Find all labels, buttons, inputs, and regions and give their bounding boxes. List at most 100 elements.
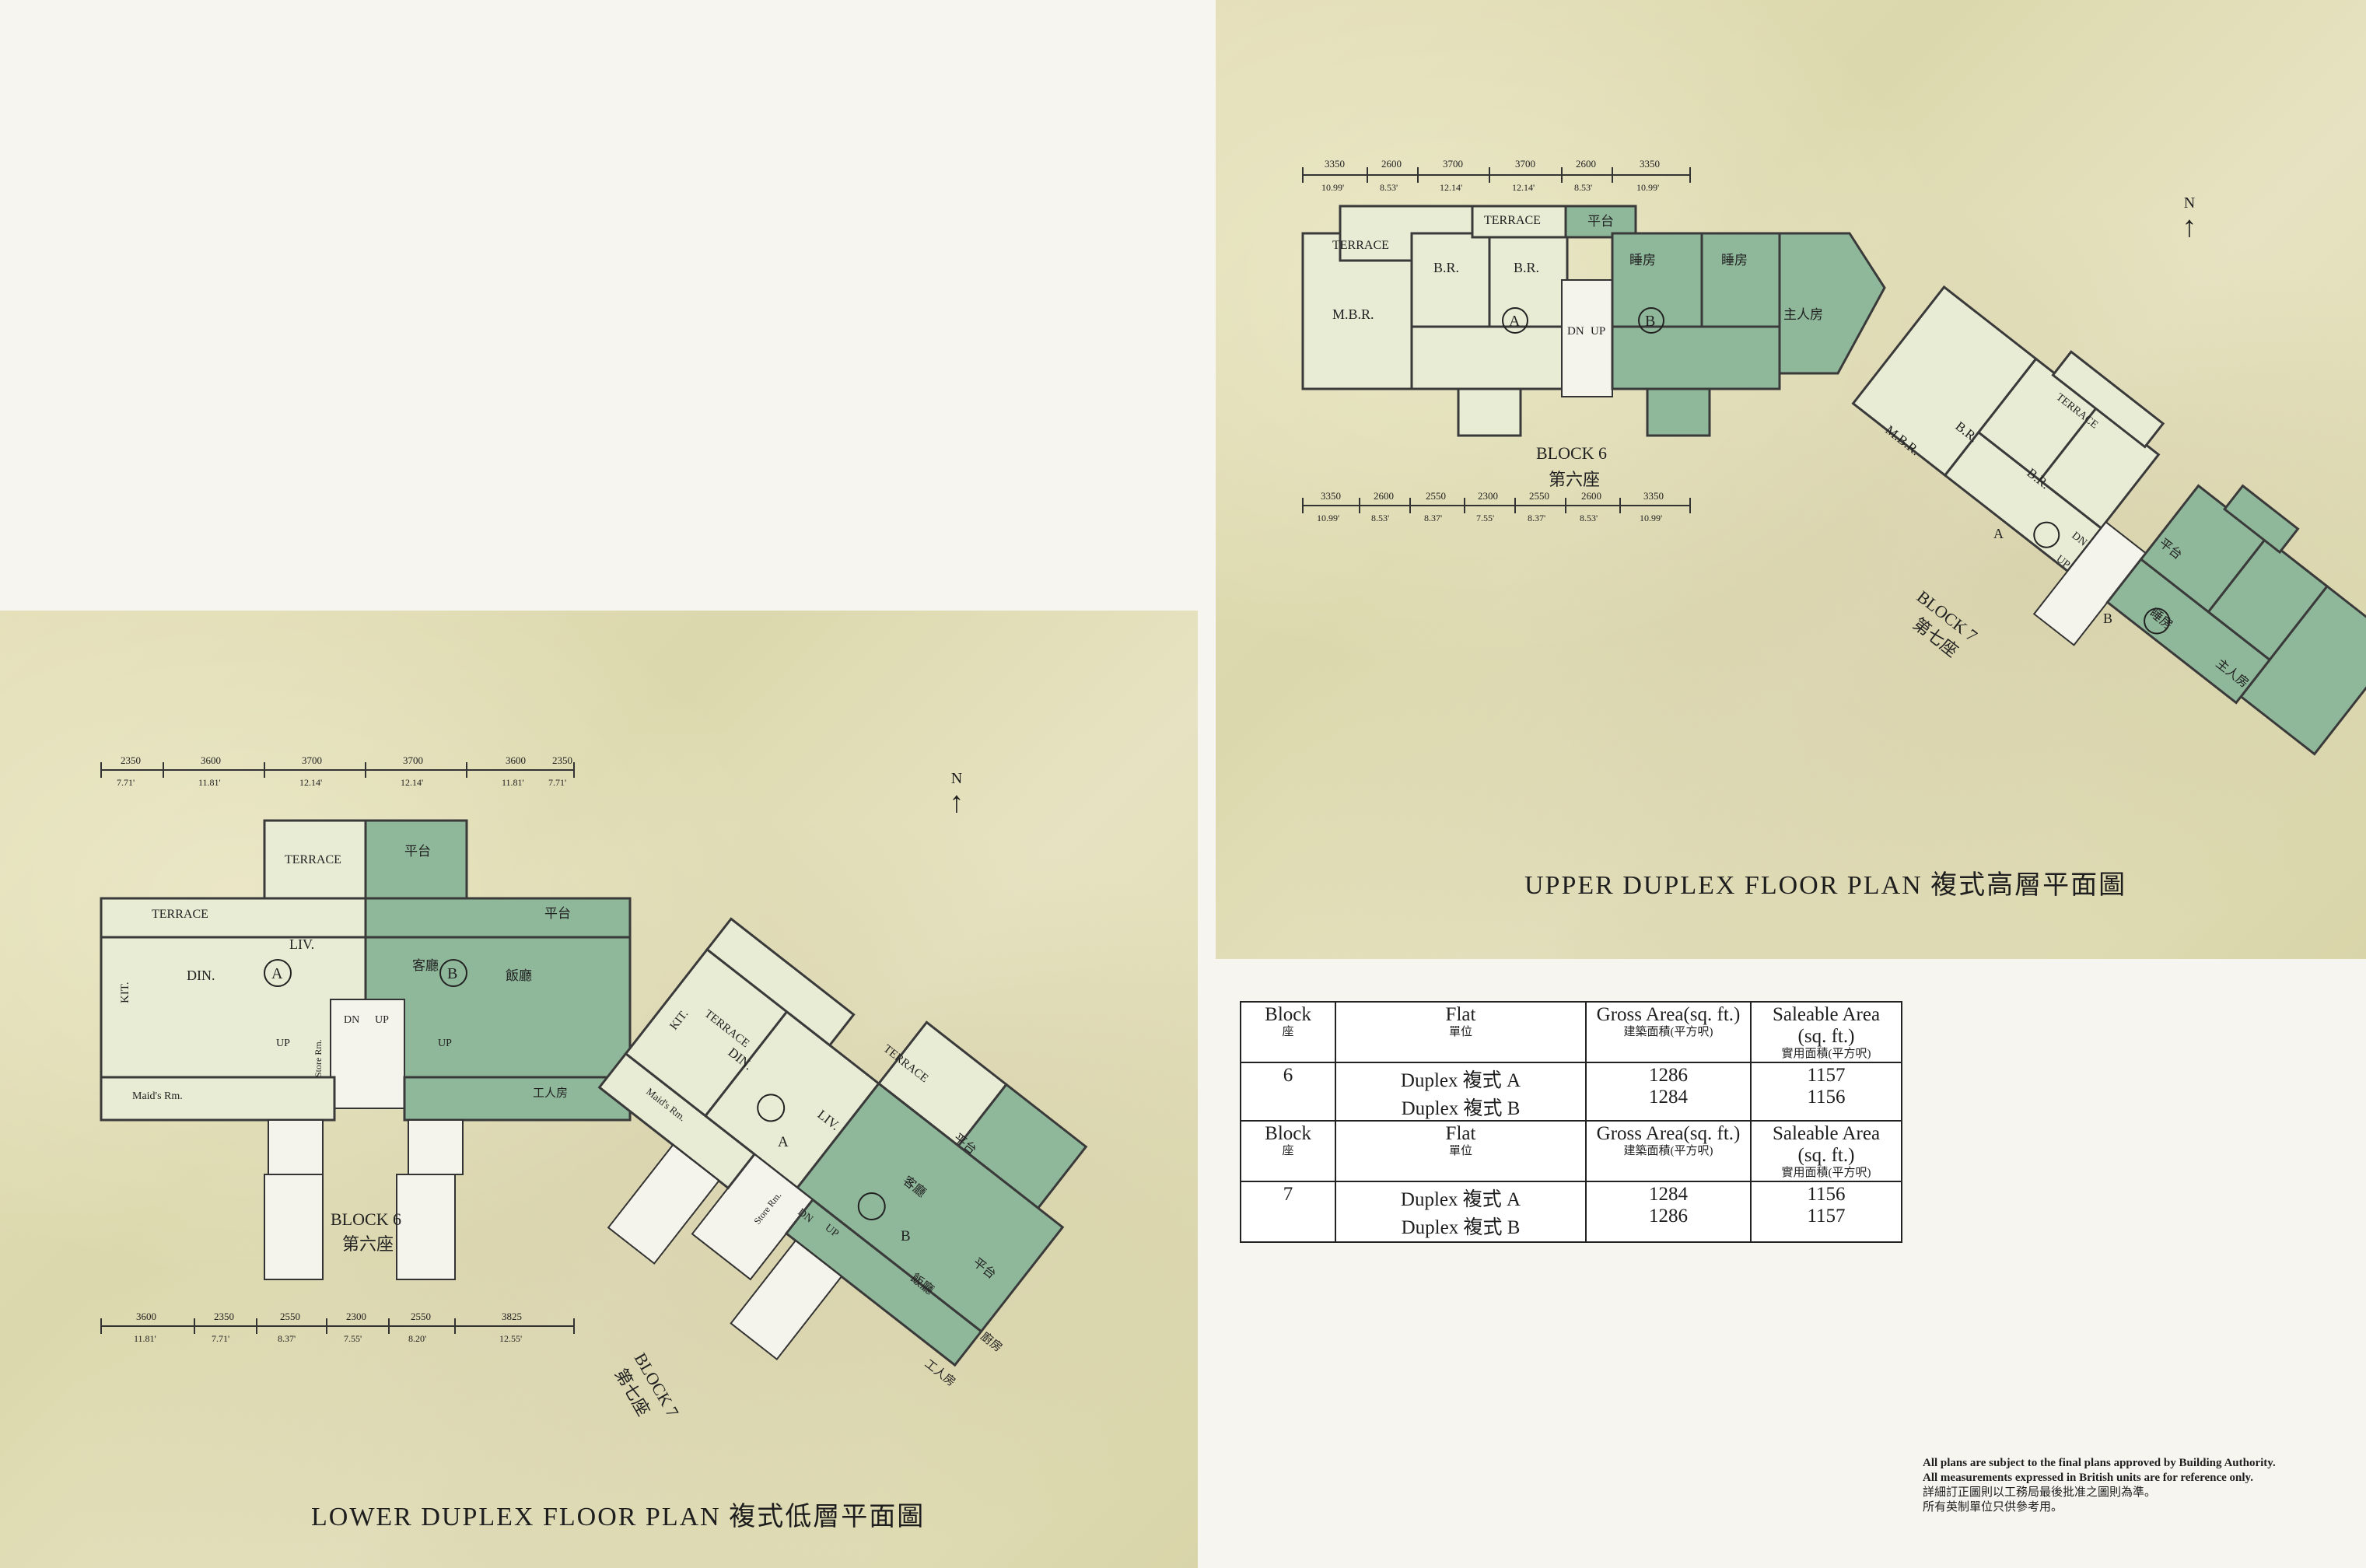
lower-bottom-dim-3: 2550 (280, 1311, 300, 1322)
disclaimer-notes: All plans are subject to the final plans… (1923, 1456, 2343, 1515)
upper-master-zh-b6: 主人房 (1783, 307, 1823, 322)
lower-top-dim-ft-2: 11.81' (198, 777, 221, 788)
saleable-area: 1156 (1807, 1087, 1846, 1108)
header-saleable: Saleable Area (sq. ft.)實用面積(平方呎) (1750, 1001, 1902, 1063)
lower-bottom-dim-ft-4: 7.55' (344, 1333, 362, 1344)
upper-b6-bath-a (1410, 325, 1569, 390)
upper-b6-br-2 (1488, 232, 1569, 328)
upper-top-dim-1: 3350 (1325, 158, 1345, 170)
upper-br-label-2: B.R. (1514, 260, 1539, 275)
upper-b6-br-1 (1410, 232, 1491, 328)
lower-block7-building (597, 917, 1088, 1367)
lower-bottom-dim-1: 3600 (136, 1311, 156, 1322)
upper-b6-stair (1561, 279, 1613, 397)
north-arrow-icon: ↑ (949, 786, 964, 819)
upper-up-b6: UP (1591, 325, 1605, 338)
flat-type: Duplex 複式 B (1401, 1098, 1521, 1119)
upper-top-dim-6: 3350 (1640, 158, 1660, 170)
lower-terrace-label-top: TERRACE (285, 853, 341, 866)
lower-store-b6: Store Rm. (313, 1039, 324, 1077)
lower-up-b: UP (438, 1038, 452, 1049)
note-zh-1: 詳細訂正圖則以工務局最後批准之圖則為準。 (1923, 1486, 2157, 1499)
upper-top-dim-ft-6: 10.99' (1636, 182, 1659, 193)
lower-b7-ramp-a (607, 1143, 720, 1265)
upper-b6-bedroom-1 (1611, 232, 1703, 328)
upper-b7-platform (2223, 484, 2300, 555)
upper-bottom-dim-ft-7: 10.99' (1640, 513, 1662, 523)
north-label: N (2183, 194, 2196, 212)
lower-top-dim-6: 2350 (552, 754, 572, 766)
lower-top-dim-ft-1: 7.71' (117, 777, 135, 788)
upper-bedroom-zh-2: 睡房 (1721, 253, 1748, 268)
upper-flat-a-marker-b7: A (1993, 526, 2004, 541)
lower-bottom-dim-6: 3825 (502, 1311, 522, 1322)
upper-plan-title: UPPER DUPLEX FLOOR PLAN 複式高層平面圖 (1524, 871, 2127, 900)
lower-living-zh: 客廳 (412, 958, 439, 973)
upper-bottom-dim-ft-5: 8.37' (1528, 513, 1545, 523)
table-row: 6 Duplex 複式 A Duplex 複式 B 1286 1284 1157… (1240, 1062, 1902, 1124)
lower-top-dim-1: 2350 (121, 754, 141, 766)
upper-br-label-1: B.R. (1433, 260, 1459, 275)
upper-b6-lobby-b (1646, 387, 1711, 437)
upper-top-dim-3: 3700 (1443, 158, 1463, 170)
lower-dn-b6: DN (344, 1014, 359, 1026)
lower-b7-service-a (597, 1052, 757, 1190)
upper-flat-b-marker-b7: B (2103, 611, 2112, 626)
lower-block6-building (100, 819, 632, 1280)
lower-bottom-dim-5: 2550 (411, 1311, 431, 1322)
lower-duplex-floor-plan: 2350 3600 3700 3700 3600 2350 7.71' 11.8… (100, 754, 1088, 1420)
flat-type: Duplex 複式 A (1400, 1189, 1521, 1210)
lower-bottom-dim-4: 2300 (346, 1311, 366, 1322)
upper-bottom-dim-ft-1: 10.99' (1317, 513, 1339, 523)
header-gross: Gross Area(sq. ft.)建築面積(平方呎) (1585, 1120, 1752, 1182)
lower-b6-lobby-b (408, 1119, 464, 1175)
flat-type: Duplex 複式 B (1401, 1217, 1521, 1238)
lower-flat-a-marker-b7: A (778, 1134, 789, 1150)
upper-bottom-dim-ft-4: 7.55' (1476, 513, 1494, 523)
lower-b6-service-b (403, 1076, 632, 1122)
upper-b7-master (2239, 584, 2366, 756)
lower-bottom-dim-ft-3: 8.37' (278, 1333, 296, 1344)
upper-block6-building (1301, 205, 1886, 437)
lower-bottom-dim-ft-1: 11.81' (134, 1333, 156, 1344)
gross-area: 1286 (1649, 1065, 1688, 1086)
lower-bottom-dim-ft-2: 7.71' (212, 1333, 229, 1344)
lower-flat-a-marker-b6: A (271, 965, 283, 982)
upper-bottom-dim-6: 2600 (1581, 490, 1601, 502)
lower-b7-stair (691, 1153, 814, 1281)
lower-b6-lobby-a (268, 1119, 324, 1175)
upper-top-dimensions (1302, 167, 1691, 183)
block-number: 6 (1240, 1062, 1336, 1124)
lower-top-dim-5: 3600 (506, 754, 526, 766)
lower-flat-b-marker-b7: B (901, 1228, 911, 1244)
lower-b6-terrace (100, 897, 367, 939)
lower-terrace-label: TERRACE (152, 908, 208, 921)
lower-top-dim-ft-4: 12.14' (401, 777, 423, 788)
gross-area: 1284 (1649, 1087, 1688, 1108)
lower-din-label: DIN. (187, 968, 215, 983)
note-zh-2: 所有英制單位只供參考用。 (1923, 1501, 2063, 1514)
upper-b6-bedroom-2 (1700, 232, 1781, 328)
upper-top-dim-ft-2: 8.53' (1380, 182, 1398, 193)
lower-platform-label: 平台 (544, 906, 571, 921)
upper-top-dim-ft-1: 10.99' (1321, 182, 1344, 193)
upper-duplex-panel: 3350 2600 3700 3700 2600 3350 10.99' 8.5… (1216, 0, 2366, 959)
lower-b6-platform (364, 897, 632, 939)
gross-area: 1284 (1649, 1184, 1688, 1205)
upper-bottom-dim-ft-3: 8.37' (1424, 513, 1442, 523)
lower-kit-label: KIT. (119, 982, 131, 1003)
table-row: 7 Duplex 複式 A Duplex 複式 B 1284 1286 1156… (1240, 1181, 1902, 1243)
upper-north-indicator: N ↑ (2174, 194, 2205, 242)
upper-terrace-label-1: TERRACE (1332, 239, 1389, 252)
lower-top-dim-3: 3700 (302, 754, 322, 766)
upper-bottom-dim-ft-2: 8.53' (1371, 513, 1389, 523)
lower-b7-ramp-b (730, 1239, 843, 1361)
lower-maid-zh: 工人房 (533, 1087, 568, 1100)
upper-dn-b6: DN (1567, 325, 1584, 338)
lower-maids-label: Maid's Rm. (132, 1090, 183, 1102)
upper-b7-terrace (2051, 350, 2165, 449)
